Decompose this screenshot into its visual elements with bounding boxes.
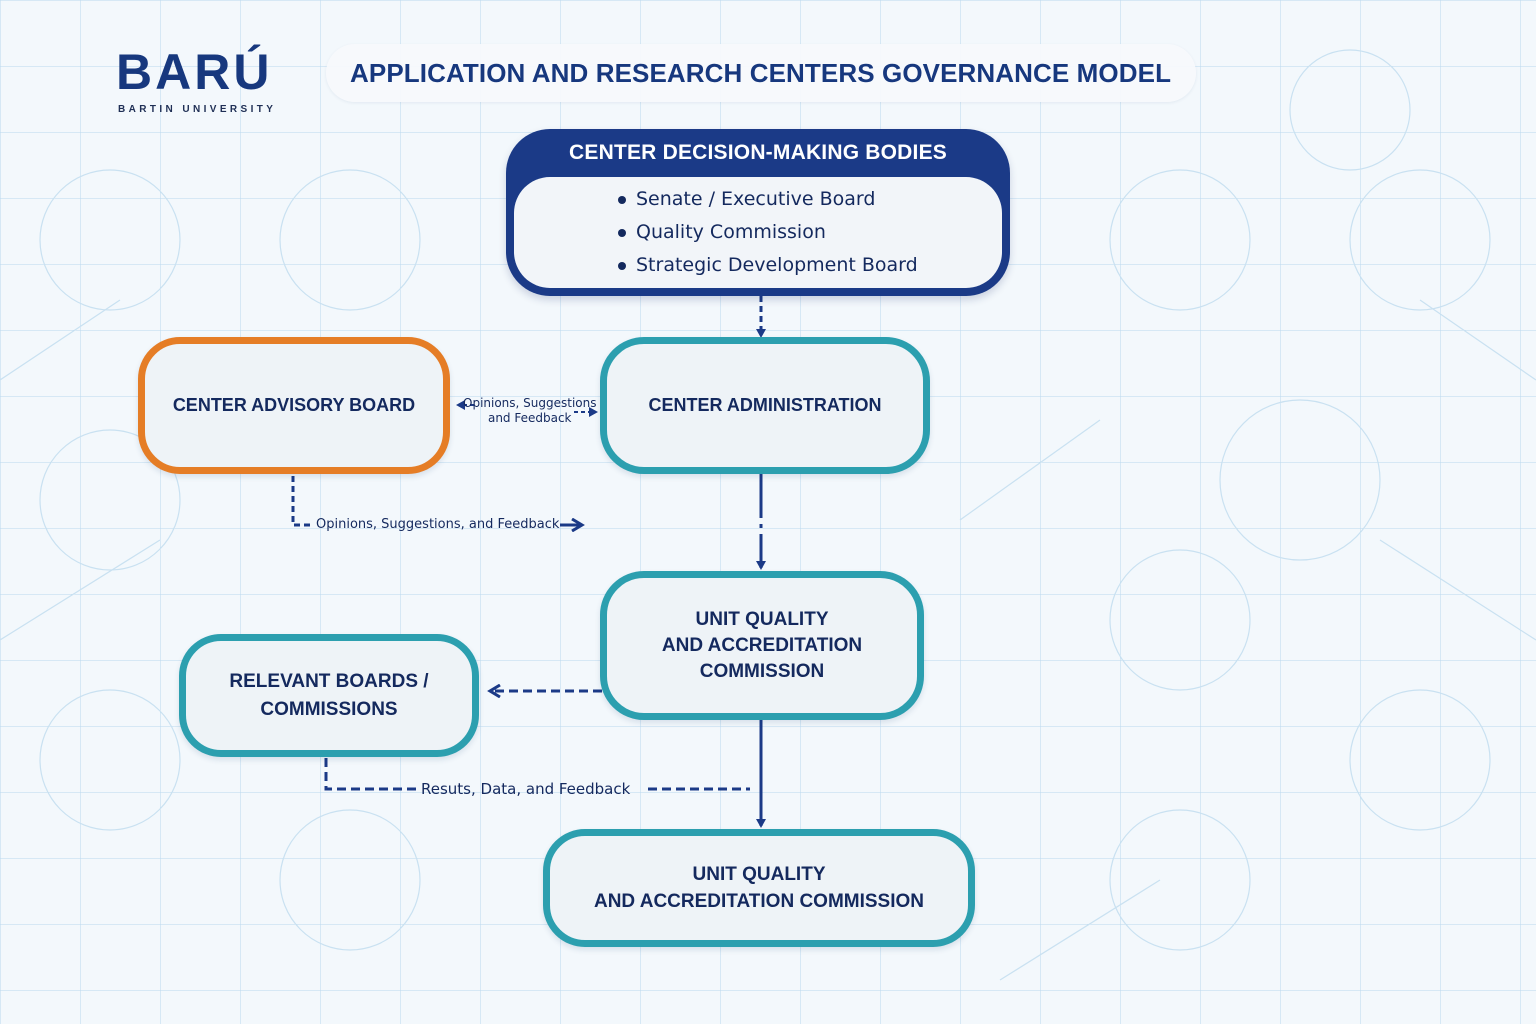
unit-quality-commission-bottom: UNIT QUALITY AND ACCREDITATION COMMISSIO…	[543, 829, 975, 947]
logo-wordmark: BARÚ	[116, 44, 273, 100]
relevant-boards-commissions: RELEVANT BOARDS / COMMISSIONS	[179, 634, 479, 757]
list-item: Strategic Development Board	[618, 249, 918, 282]
edge-label-results: Resuts, Data, and Feedback	[421, 780, 631, 798]
list-item: Senate / Executive Board	[618, 183, 918, 216]
decision-bodies-title: CENTER DECISION-MAKING BODIES	[569, 141, 947, 164]
title-banner: APPLICATION AND RESEARCH CENTERS GOVERNA…	[326, 44, 1196, 102]
decision-bodies-list-panel: Senate / Executive Board Quality Commiss…	[514, 177, 1002, 288]
center-decision-making-bodies: CENTER DECISION-MAKING BODIES Senate / E…	[506, 129, 1010, 296]
university-logo: BARÚ BARTIN UNIVERSITY	[116, 42, 286, 122]
unit-quality-commission-mid: UNIT QUALITY AND ACCREDITATION COMMISSIO…	[600, 571, 924, 720]
logo-subtitle: BARTIN UNIVERSITY	[118, 104, 277, 115]
page-title: APPLICATION AND RESEARCH CENTERS GOVERNA…	[350, 58, 1172, 88]
edge-label-advisory-admin: Opinions, Suggestions and Feedback	[463, 396, 597, 425]
bullet-icon	[618, 229, 626, 237]
decision-bodies-list: Senate / Executive Board Quality Commiss…	[618, 183, 918, 282]
bullet-icon	[618, 262, 626, 270]
edge-label-advisory-down: Opinions, Suggestions, and Feedback	[316, 517, 560, 532]
bullet-icon	[618, 196, 626, 204]
center-advisory-board: CENTER ADVISORY BOARD	[138, 337, 450, 474]
list-item: Quality Commission	[618, 216, 918, 249]
center-administration: CENTER ADMINISTRATION	[600, 337, 930, 474]
